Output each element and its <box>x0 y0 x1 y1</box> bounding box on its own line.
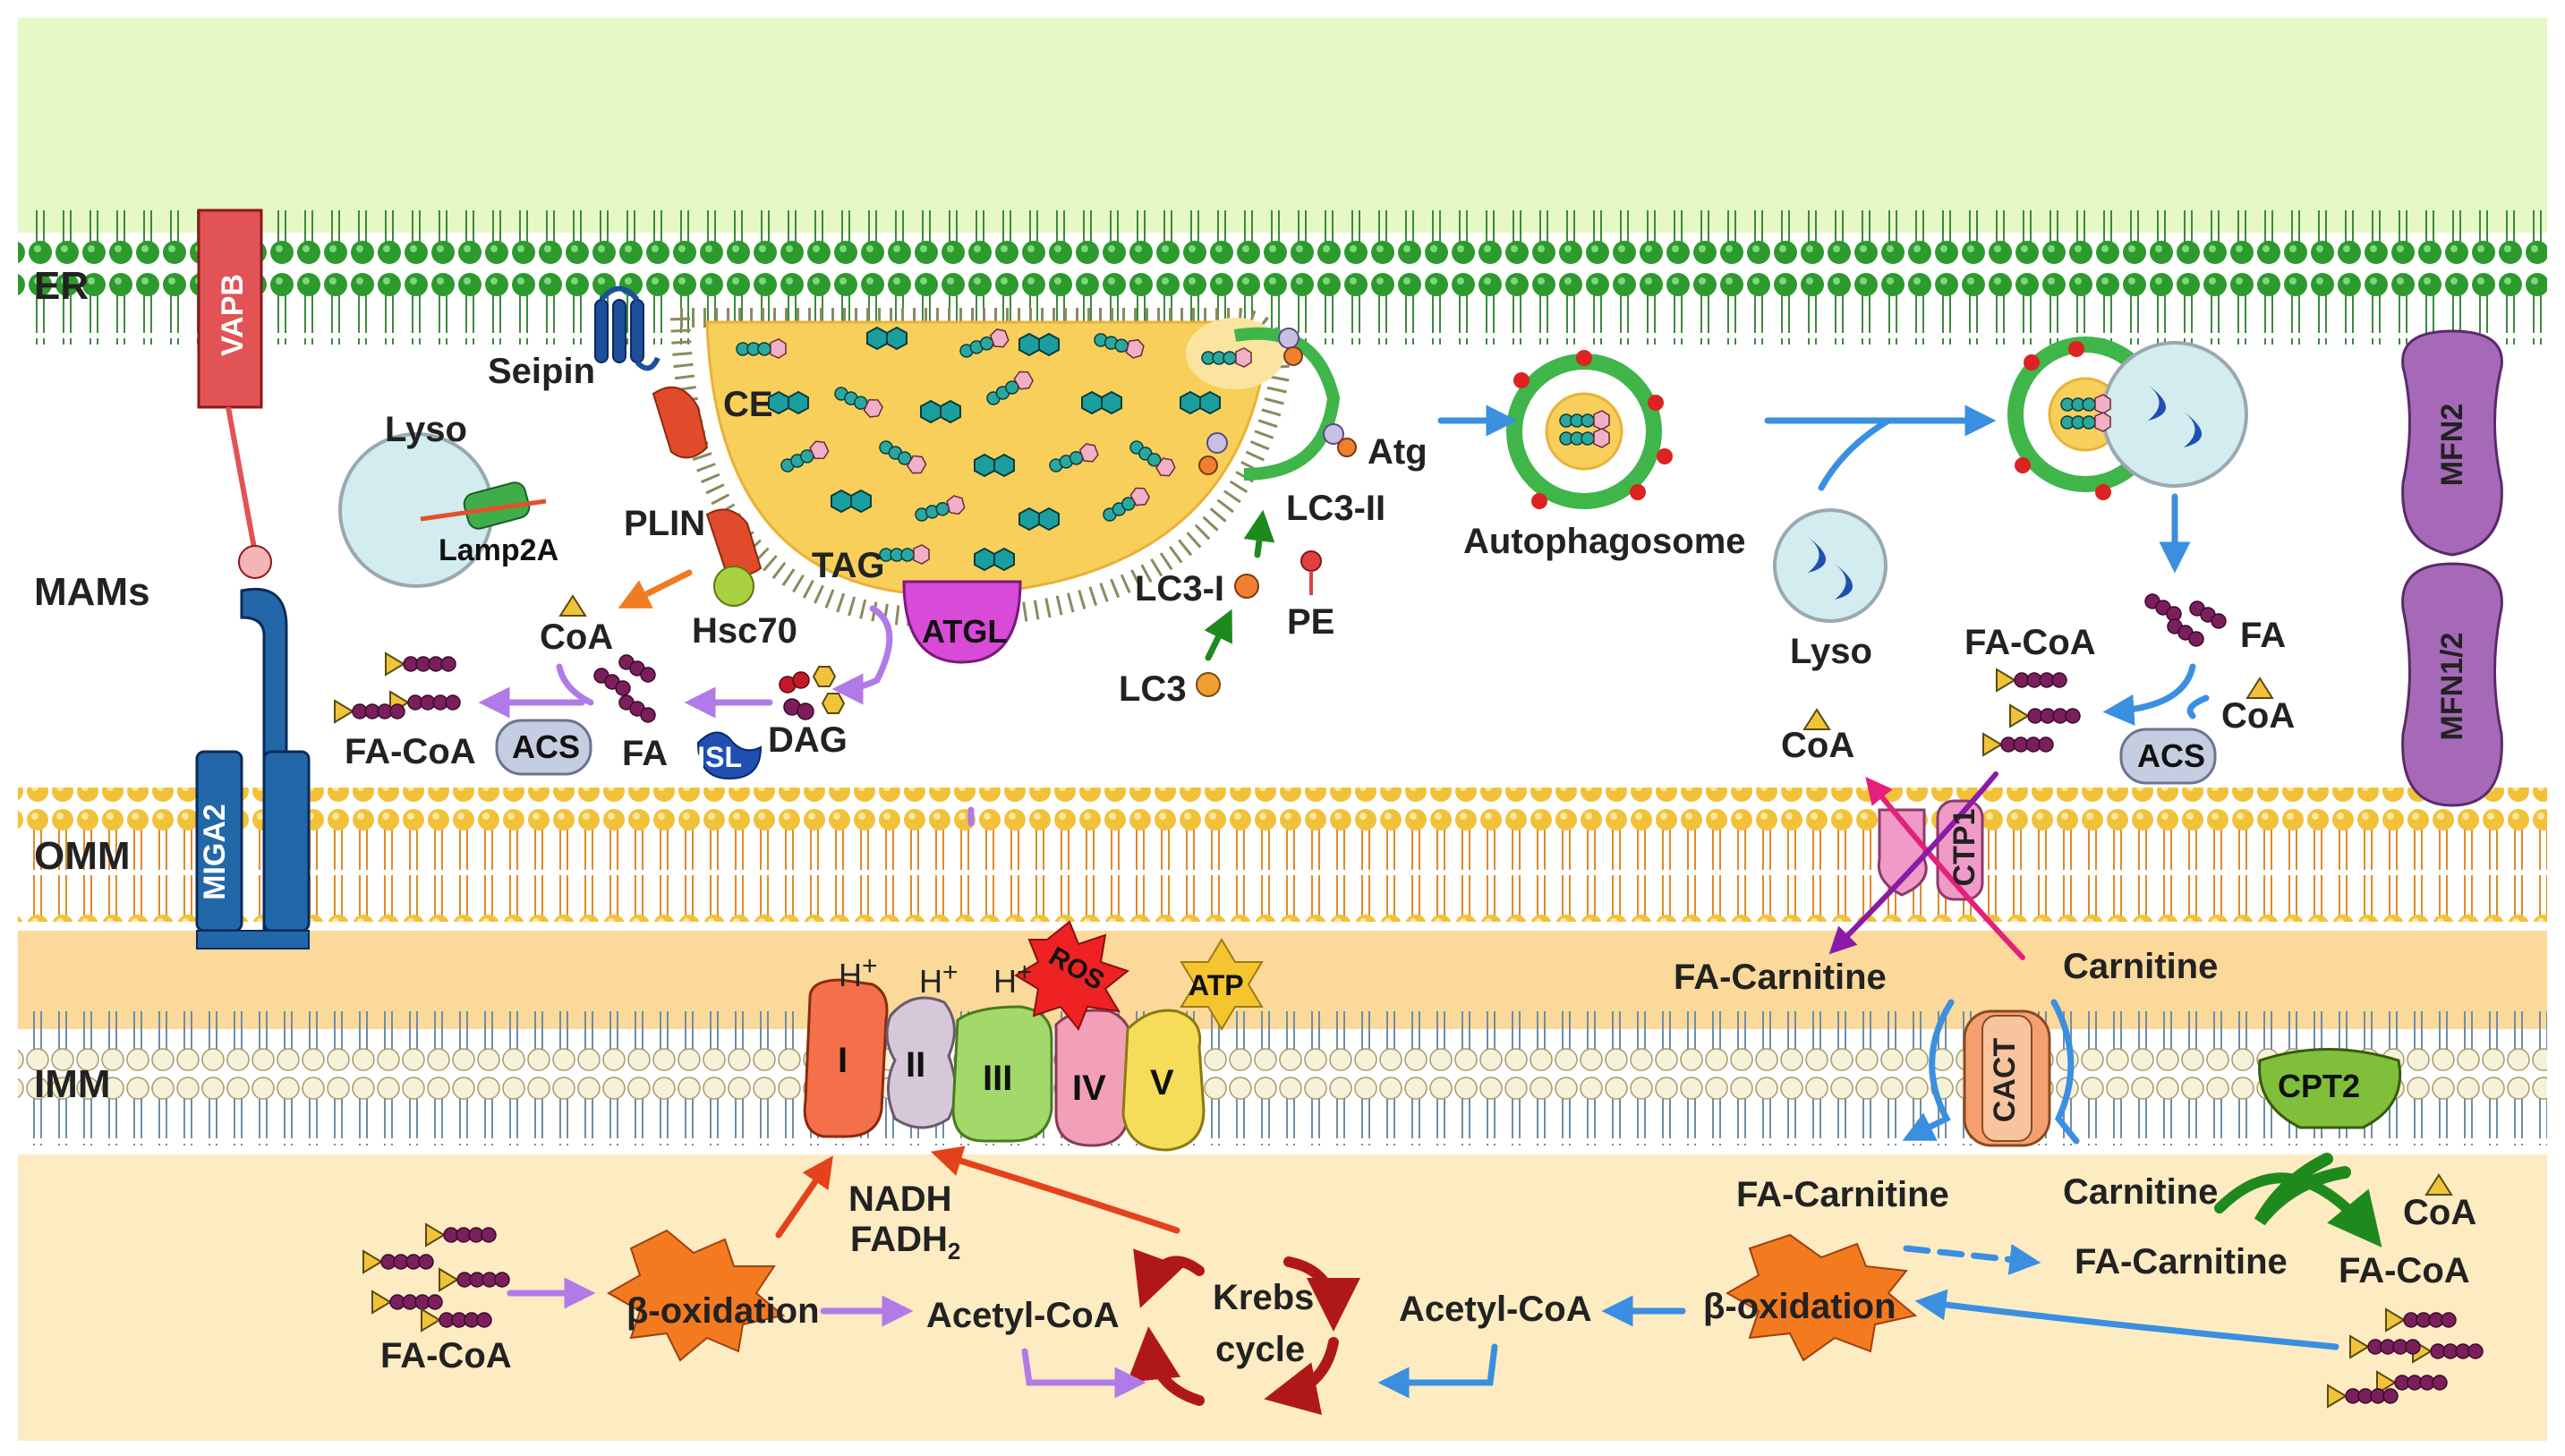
hsc70-label: Hsc70 <box>692 611 797 651</box>
fa-right-label: FA <box>2240 616 2287 655</box>
lamp2a-label: Lamp2A <box>439 533 559 567</box>
mfn2-protein <box>2401 329 2503 557</box>
h-plus-3: H+ <box>993 958 1033 1000</box>
krebs-label: Krebs <box>1213 1278 1315 1317</box>
hsl-label: HSL <box>685 741 742 773</box>
lc3-processing <box>1196 550 1322 697</box>
krebs-cycle-arrows <box>1127 1248 1360 1416</box>
er-membrane <box>18 210 2547 345</box>
carnitine-2-label: Carnitine <box>2063 1172 2219 1212</box>
plin-label: PLIN <box>624 504 706 543</box>
atg-label: Atg <box>1368 432 1427 472</box>
seipin-protein <box>594 285 660 371</box>
nadh-label: NADH <box>848 1179 952 1219</box>
fa-coa-left-label: FA-CoA <box>345 732 476 771</box>
lc3-i-label: LC3-I <box>1135 569 1224 609</box>
atp-star <box>1180 938 1264 1031</box>
tag-label: TAG <box>812 546 885 585</box>
acetyl-coa-left-label: Acetyl-CoA <box>926 1296 1120 1335</box>
pathway-arrows <box>478 404 2382 1399</box>
acetyl-coa-right-label: Acetyl-CoA <box>1399 1290 1592 1329</box>
complex-i <box>803 978 889 1138</box>
beta-oxidation-burst-right <box>1725 1233 1918 1362</box>
ce-label: CE <box>723 385 773 424</box>
cact-label: CACT <box>1988 1037 2022 1123</box>
lysosome-right <box>1773 508 1888 623</box>
h-plus-2: H+ <box>919 958 959 1000</box>
complex-ii <box>885 996 957 1129</box>
beta-oxidation-right-label: β-oxidation <box>1703 1287 1896 1326</box>
lyso-left-label: Lyso <box>385 410 467 449</box>
complex-iv-label: IV <box>1072 1069 1106 1108</box>
complex-ii-label: II <box>906 1045 926 1085</box>
coa-right-label: CoA <box>2221 696 2296 736</box>
coa-cpt2-label: CoA <box>2403 1193 2477 1232</box>
complex-iii <box>951 1005 1053 1143</box>
complex-iii-label: III <box>983 1059 1013 1098</box>
fa-coa-cpt2-label: FA-CoA <box>2339 1251 2470 1290</box>
outer-mitochondrial-membrane <box>18 788 2547 922</box>
fa-coa-bottom-label: FA-CoA <box>380 1336 512 1375</box>
fa-carnitine-3-label: FA-Carnitine <box>2075 1242 2288 1281</box>
coa-left-label: CoA <box>540 617 614 657</box>
beta-oxidation-burst-left <box>606 1229 786 1362</box>
fa-coa-right-label: FA-CoA <box>1964 623 2096 662</box>
ctp1-protein <box>1877 808 1928 897</box>
plin-protein <box>652 386 709 459</box>
coa-right2-label: CoA <box>1781 726 1855 765</box>
region-mams-label: MAMs <box>34 570 150 614</box>
region-er-label: ER <box>34 264 89 308</box>
cycle-label: cycle <box>1215 1330 1306 1369</box>
lc3-ii-label: LC3-II <box>1286 489 1386 528</box>
complex-v-label: V <box>1150 1063 1174 1103</box>
lyso-right-label: Lyso <box>1790 632 1872 671</box>
fadh2-label: FADH2 <box>850 1220 961 1264</box>
autolysosome <box>2007 336 2248 500</box>
pe-label: PE <box>1287 602 1335 642</box>
acs-protein-left <box>495 719 592 776</box>
atgl-label: ATGL <box>922 613 1008 650</box>
region-imm-label: IMM <box>34 1062 111 1106</box>
atp-label: ATP <box>1189 969 1244 1001</box>
fa-left-label: FA <box>622 734 669 773</box>
mfn12-label: MFN1/2 <box>2435 632 2469 741</box>
seipin-label: Seipin <box>488 352 596 391</box>
fa-carnitine-1-label: FA-Carnitine <box>1674 958 1887 997</box>
dag-label: DAG <box>768 720 848 760</box>
lysosome-left <box>338 432 547 588</box>
fa-carnitine-2-label: FA-Carnitine <box>1736 1175 1949 1214</box>
complex-i-label: I <box>838 1041 848 1080</box>
cpt2-label: CPT2 <box>2278 1068 2361 1104</box>
atgl-protein <box>902 580 1022 664</box>
cact-protein <box>1963 1009 2051 1147</box>
mfn2-label: MFN2 <box>2435 403 2469 487</box>
vapb-miga2-tether <box>195 209 311 949</box>
ctp1-label: CTP1 <box>1947 808 1981 887</box>
acs-protein-right <box>2119 728 2217 785</box>
carnitine-1-label: Carnitine <box>2063 947 2219 986</box>
cytosol-top <box>18 18 2547 233</box>
miga2-label: MIGA2 <box>198 804 232 900</box>
h-plus-1: H+ <box>839 951 878 993</box>
autophagosome-label: Autophagosome <box>1463 522 1746 561</box>
hsc70-protein <box>713 566 754 607</box>
ros-burst <box>1014 920 1130 1031</box>
region-omm-label: OMM <box>34 834 131 878</box>
cpt2-protein <box>2258 1048 2402 1129</box>
beta-oxidation-left-label: β-oxidation <box>626 1291 820 1331</box>
dag-molecules <box>779 666 846 720</box>
acs-left-label: ACS <box>512 728 581 765</box>
phagophore <box>1198 327 1357 481</box>
acs-right-label: ACS <box>2137 737 2206 774</box>
hsl-protein <box>696 731 763 780</box>
vapb-label: VAPB <box>216 274 250 356</box>
complex-v <box>1121 1009 1206 1152</box>
lc3-label: LC3 <box>1119 669 1187 709</box>
inner-mitochondrial-membrane <box>18 1011 2547 1145</box>
mfn12-protein <box>2401 562 2503 807</box>
